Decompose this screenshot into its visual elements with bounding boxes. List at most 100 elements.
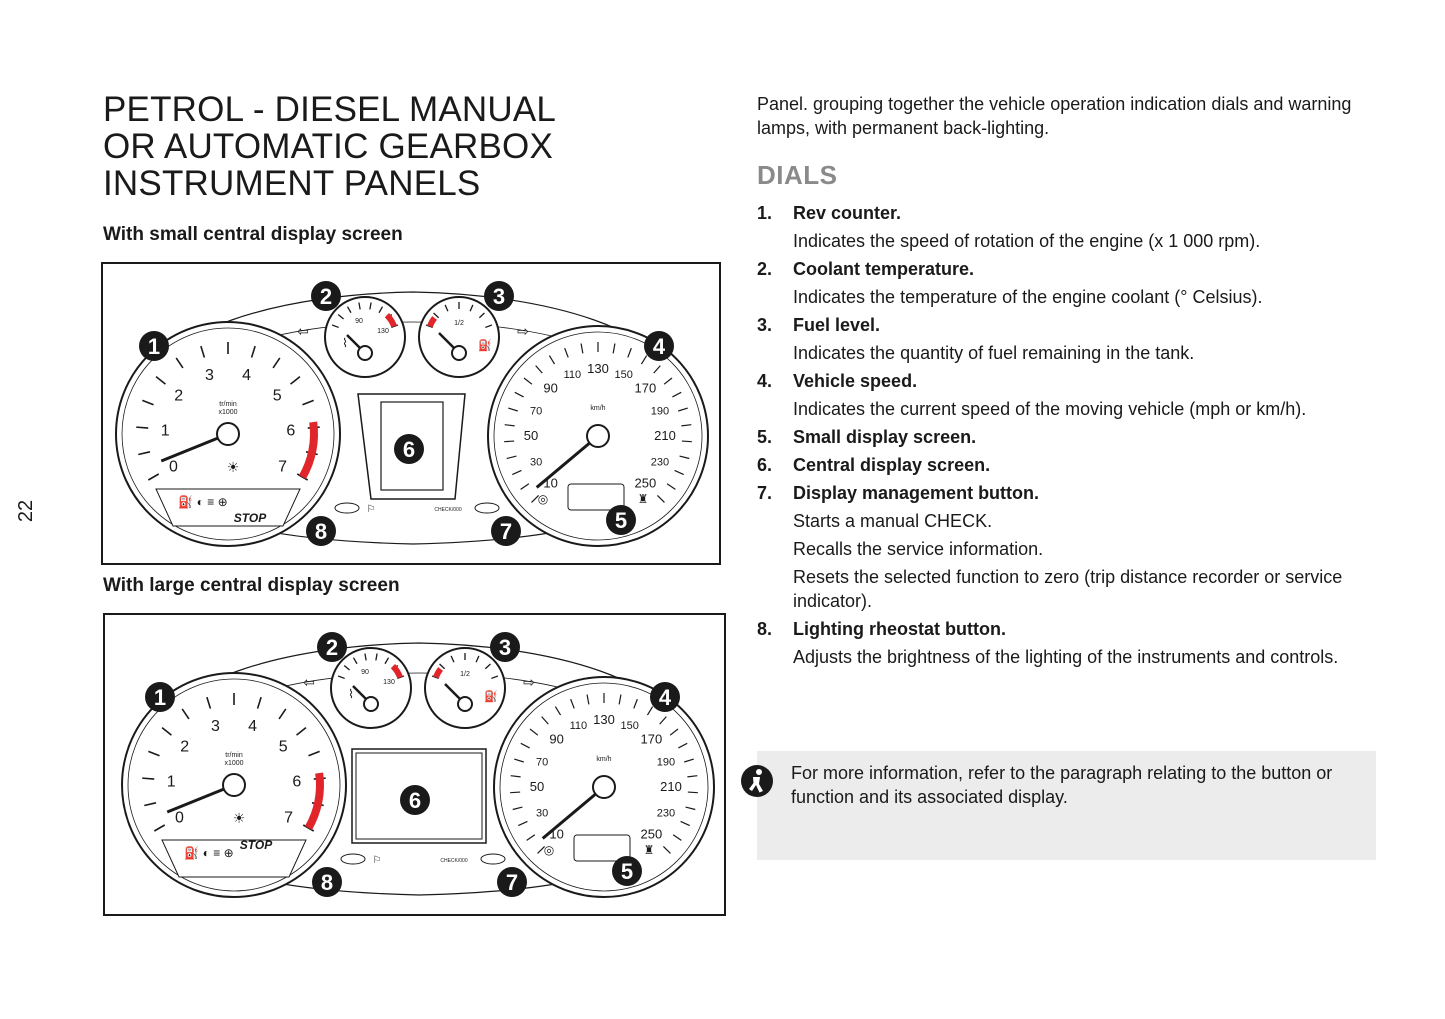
rev-counter-tick (147, 473, 160, 481)
stop-warning-label: STOP (234, 511, 267, 525)
display-management-button (480, 853, 506, 865)
speedometer-tick (523, 377, 533, 385)
speedometer-tick (618, 694, 622, 705)
callout-number: 1 (154, 685, 166, 710)
rev-counter-tick (148, 750, 160, 757)
speedometer-label: 170 (641, 732, 663, 747)
speedometer-tick (678, 407, 688, 412)
rev-counter-tick (250, 345, 256, 358)
rev-counter-hub (222, 773, 246, 797)
speedometer-tick (678, 742, 688, 749)
coolant-gauge-label: 130 (377, 328, 389, 335)
speedometer-label: 190 (651, 405, 669, 417)
dial-number: 1. (757, 203, 773, 223)
speedometer-label: 110 (564, 369, 582, 381)
rev-counter-unit: x1000 (218, 409, 237, 416)
speedometer-tick (669, 728, 679, 736)
speedometer-tick (681, 440, 692, 443)
rev-counter-unit: tr/min (219, 401, 237, 408)
callout-badge (311, 281, 341, 311)
dials-list: 1.Rev counter. Indicates the speed of ro… (757, 201, 1377, 673)
dial-number: 4. (757, 371, 773, 391)
rev-counter-tick (155, 376, 166, 385)
info-text: For more information, refer to the parag… (791, 763, 1333, 807)
small-screen-subtitle: With small central display screen (103, 224, 403, 245)
rev-counter-label: 1 (161, 422, 170, 439)
rev-counter-label: 5 (273, 388, 282, 405)
dial-item-lighting-rheostat-button: 8.Lighting rheostat button. Adjusts the … (757, 617, 1377, 669)
dial-description: Indicates the quantity of fuel remaining… (793, 343, 1195, 363)
rev-counter-tick (161, 727, 172, 736)
coolant-gauge-tick (337, 675, 345, 680)
speedometer-tick (672, 834, 682, 841)
speedometer-label: 70 (536, 756, 548, 768)
fuel-gauge-label: 1/2 (454, 320, 464, 327)
dial-name: Fuel level. (793, 315, 881, 335)
dial-number: 3. (757, 315, 773, 335)
right-indicator-icon: ⇨ (517, 323, 529, 339)
info-person-icon (740, 764, 774, 803)
rev-counter-label: 4 (248, 718, 257, 735)
coolant-gauge-redzone (390, 663, 403, 679)
speedometer-label: 150 (620, 720, 638, 732)
rev-counter-tick (175, 357, 184, 369)
speedometer-tick (674, 469, 684, 476)
speedometer-unit: km/h (590, 405, 605, 412)
dial-number: 6. (757, 455, 773, 475)
speedometer-tick (564, 347, 569, 358)
dial-number: 8. (757, 619, 773, 639)
speedometer-label: 170 (635, 381, 657, 396)
speedometer-label: 50 (524, 428, 538, 443)
callout-number: 5 (615, 508, 627, 533)
rev-counter-tick (144, 802, 157, 807)
fuel-pump-icon: ⛽ (478, 339, 492, 352)
speedometer-tick (666, 483, 676, 490)
rev-counter-redline (304, 772, 324, 830)
warning-lamp-panel (161, 839, 307, 878)
dial-item-fuel-level: 3. Fuel level. Indicates the quantity of … (757, 313, 1377, 365)
dial-description: Indicates the current speed of the movin… (793, 399, 1307, 419)
rev-counter-ring (121, 327, 335, 541)
speedometer-label: 30 (530, 457, 542, 469)
fuel-gauge-tick (469, 304, 474, 312)
speedometer-label: 110 (570, 720, 588, 732)
rev-counter-label: 7 (284, 810, 293, 827)
callout-number: 4 (659, 685, 672, 710)
rev-counter-hub (216, 422, 240, 446)
speedometer-tick (548, 355, 556, 365)
warning-lamps-icon: ⛽ ◐ ≡ ⊕ (178, 495, 227, 509)
callout-number: 2 (326, 635, 338, 660)
speedometer-tick (640, 355, 648, 365)
callout-badge (306, 516, 336, 546)
speedometer-tick (672, 391, 682, 398)
check-label: CHECK/000 (440, 858, 467, 864)
rev-counter-tick (181, 708, 190, 720)
coolant-gauge-tick (352, 657, 358, 665)
fuel-gauge-hub (457, 696, 473, 712)
speedometer-label: 190 (657, 756, 675, 768)
callout-badge (312, 867, 342, 897)
speedometer-tick (570, 698, 575, 709)
speedometer-hub (592, 775, 616, 799)
small-display-screen (573, 834, 631, 862)
callout-number: 3 (499, 635, 511, 660)
speedometer-label: 30 (536, 808, 548, 820)
callout-badge (606, 505, 636, 535)
speedometer-tick (520, 483, 530, 490)
rev-counter-redline (298, 421, 318, 479)
dial-number: 5. (757, 427, 773, 447)
callout-badge (650, 682, 680, 712)
callout-number: 7 (506, 870, 518, 895)
callout-badge (490, 632, 520, 662)
fuel-gauge-tick (450, 655, 455, 663)
rev-counter-needle (166, 783, 235, 814)
fuel-gauge-tick (491, 675, 499, 680)
rev-counter-tick (256, 696, 262, 709)
callout-badge (497, 867, 527, 897)
fuel-gauge-tick (433, 312, 440, 319)
dimmer-icon: ☀ (233, 810, 246, 826)
speedometer-label: 230 (651, 457, 669, 469)
rev-counter-label: 5 (279, 739, 288, 756)
service-icon: ♜ (638, 492, 649, 506)
